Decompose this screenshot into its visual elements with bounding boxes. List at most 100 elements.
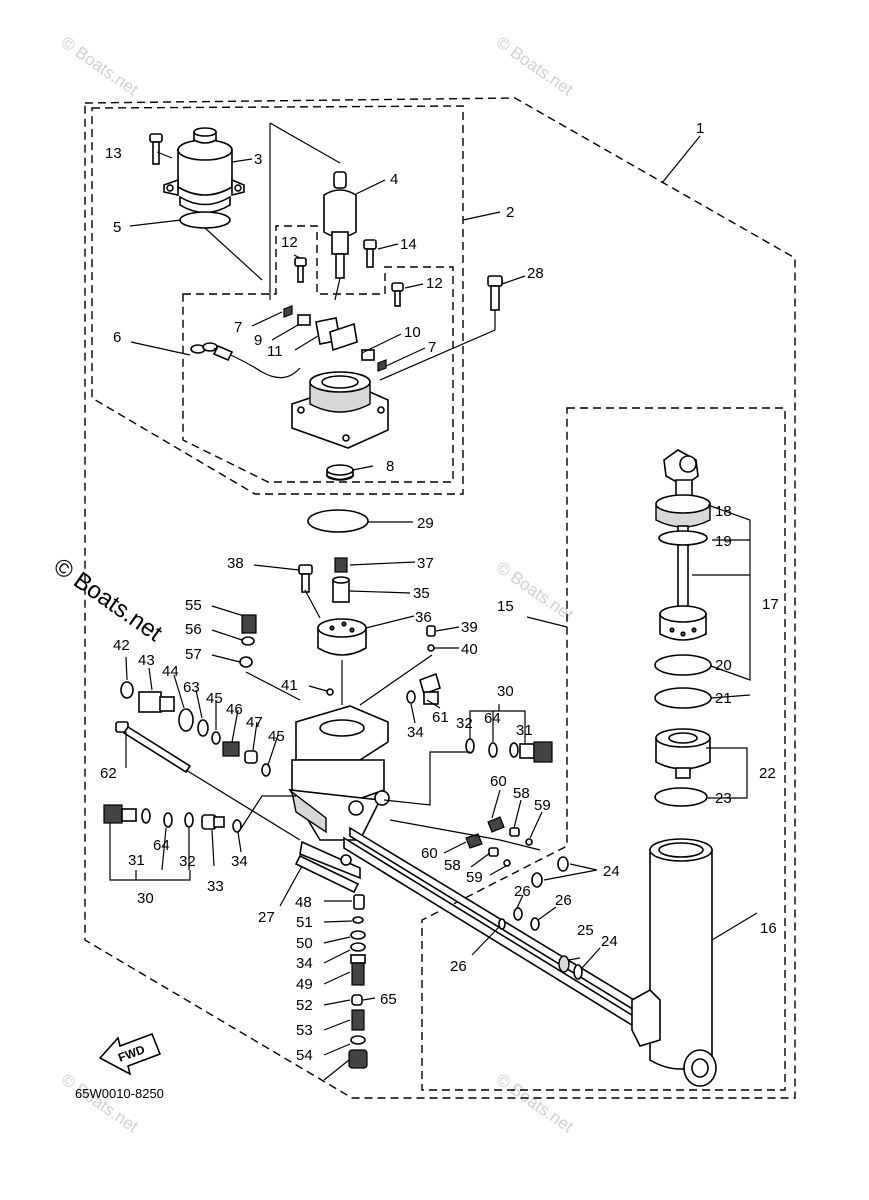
ring-part-31-left [141,808,151,824]
callout-18: 18 [715,503,732,520]
callout-28: 28 [527,265,544,282]
callout-52: 52 [296,997,313,1014]
callout-34-upper: 34 [407,724,424,741]
callout-31-right: 31 [516,722,533,739]
callout-54: 54 [296,1047,313,1064]
callout-44: 44 [162,663,179,680]
callout-26-b: 26 [555,892,572,909]
motor-part-3 [163,127,245,214]
callout-27: 27 [258,909,275,926]
o-ring-part-50 [350,930,366,940]
watermark: © Boats.net [493,1070,577,1137]
callout-12-left: 12 [281,234,298,251]
callout-60-upper: 60 [490,773,507,790]
valve-part-48 [353,894,365,910]
callout-36: 36 [415,609,432,626]
callout-26-a: 26 [514,883,531,900]
plate-part-27 [294,854,360,894]
callout-2: 2 [506,204,514,221]
ring-part-31-ring [509,742,519,758]
ball-part-59-upper [525,838,533,846]
o-ring-part-24-a [557,856,569,872]
seat-part-47 [244,750,258,764]
washer-part-56 [241,636,255,646]
screw-part-38 [298,564,313,593]
seat-part-57 [239,656,253,668]
bolt-part-13 [149,133,163,165]
callout-57: 57 [185,646,202,663]
watermark: © Boats.net [58,1070,142,1137]
ring-part-64-left [163,812,173,828]
bolt-part-62 [115,721,192,774]
screw-part-14 [363,239,377,268]
callout-48: 48 [295,894,312,911]
callout-47: 47 [246,714,263,731]
o-ring-part-21 [654,687,712,709]
washer-part-45-left [211,731,221,745]
callout-34-left: 34 [231,853,248,870]
callout-31-left: 31 [128,852,145,869]
ball-part-40 [427,644,435,652]
fwd-arrow-icon: FWD [98,1032,162,1076]
spring-part-52 [351,1009,365,1031]
callout-7-upper: 7 [234,319,242,336]
leader-lines [109,122,758,1081]
callout-11: 11 [267,343,283,360]
callout-50: 50 [296,935,313,952]
ring-part-34-bottom [350,942,366,952]
ball-part-41 [326,688,334,696]
callout-65: 65 [380,991,397,1008]
bolt-part-28 [487,275,503,311]
callout-53: 53 [296,1022,313,1039]
piston-rod-part-17 [655,449,711,641]
o-ring-part-26-b [530,917,540,931]
ball-part-65 [351,994,363,1006]
watermark-main: © Boats.net [49,553,168,647]
callout-40: 40 [461,641,478,658]
callout-56: 56 [185,621,202,638]
callout-45-right: 45 [268,728,285,745]
ball-part-59-lower [503,859,511,867]
callout-34-bottom: 34 [296,955,313,972]
callout-42: 42 [113,637,130,654]
ring-part-34-left [232,819,242,833]
seat-part-58-upper [509,827,520,837]
boundary-subassy [182,225,454,483]
callout-51: 51 [296,914,313,931]
fitting-part-31-right [519,741,553,763]
seat-part-58-lower [488,847,499,857]
callout-32-right: 32 [456,715,473,732]
callout-labels: 1 2 3 4 5 6 7 7 8 9 10 11 12 12 13 14 15… [100,120,779,1064]
o-ring-part-44 [178,708,194,732]
plug-part-54 [348,1049,368,1069]
callout-22: 22 [759,765,776,782]
callout-64-right: 64 [484,710,501,727]
o-ring-part-24-b [531,872,543,888]
callout-8: 8 [386,458,394,475]
callout-58-upper: 58 [513,785,530,802]
callout-29: 29 [417,515,434,532]
callout-9: 9 [254,332,262,349]
boundary-assy-1 [84,97,796,1099]
shaft-part-4 [323,171,357,279]
callout-38: 38 [227,555,244,572]
callout-60-lower: 60 [421,845,438,862]
callout-41: 41 [281,677,298,694]
callout-3: 3 [254,151,262,168]
callout-32-left: 32 [179,853,196,870]
callout-21: 21 [715,690,732,707]
callout-63: 63 [183,679,200,696]
piston-part-43 [138,691,175,713]
cylinder-group [631,449,717,1087]
brush-assembly [283,305,387,372]
callout-30-left: 30 [137,890,154,907]
callout-5: 5 [113,219,121,236]
o-ring-part-63 [197,719,209,737]
valve-part-36 [317,618,367,656]
spring-part-46 [222,741,240,757]
callout-43: 43 [138,652,155,669]
callout-1: 1 [696,120,704,137]
pump-housing [291,371,389,449]
callout-64-left: 64 [153,837,170,854]
